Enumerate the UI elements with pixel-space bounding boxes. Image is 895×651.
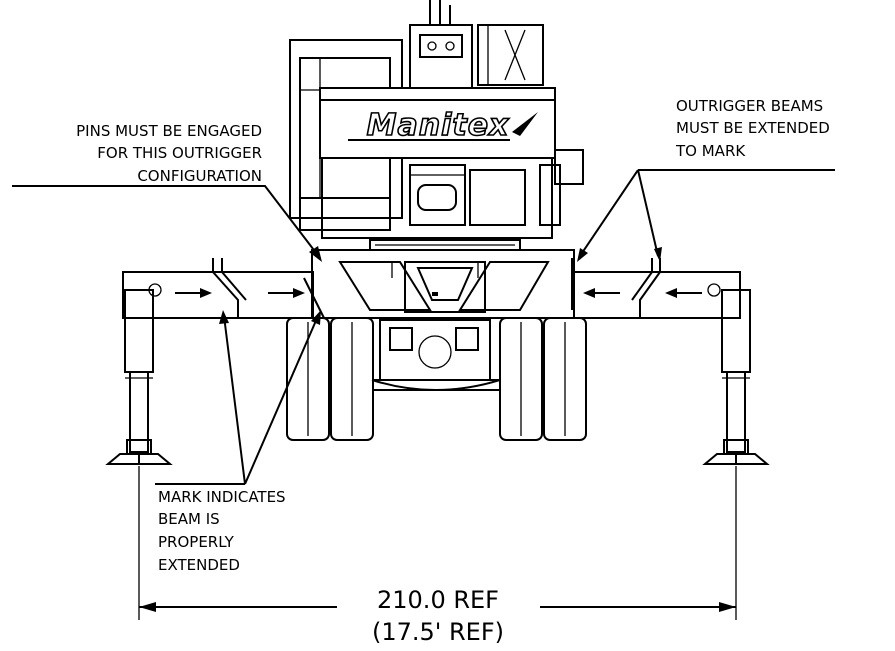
callout-mark-line-2: BEAM IS <box>158 510 220 528</box>
callout-pins-line-1: PINS MUST BE ENGAGED <box>76 122 262 140</box>
dimension-secondary: (17.5' REF) <box>372 618 504 646</box>
outrigger-beam-right <box>573 258 741 319</box>
callout-mark-line-4: EXTENDED <box>158 556 240 574</box>
callout-mark-line-1: MARK INDICATES <box>158 488 286 506</box>
manitex-logo: Manitex <box>348 107 538 144</box>
outrigger-jack-left <box>105 289 173 465</box>
direction-arrow-icon <box>583 288 620 298</box>
callout-mark-line-3: PROPERLY <box>158 533 235 551</box>
callout-beams-line-1: OUTRIGGER BEAMS <box>676 97 823 115</box>
callout-pins: PINS MUST BE ENGAGED FOR THIS OUTRIGGER … <box>12 122 322 262</box>
outrigger-jack-right <box>702 289 770 465</box>
dimension-primary: 210.0 REF <box>377 586 499 614</box>
direction-arrow-icon <box>268 288 305 298</box>
callout-beams-line-3: TO MARK <box>675 142 746 160</box>
outrigger-beam-left <box>122 258 314 319</box>
callout-pins-line-2: FOR THIS OUTRIGGER <box>97 144 262 162</box>
direction-arrow-icon <box>175 288 212 298</box>
callout-beams-line-2: MUST BE EXTENDED <box>676 119 830 137</box>
callout-pins-line-3: CONFIGURATION <box>137 167 262 185</box>
callout-mark: MARK INDICATES BEAM IS PROPERLY EXTENDED <box>155 310 321 574</box>
logo-text: Manitex <box>367 108 510 143</box>
dimension-line: 210.0 REF (17.5' REF) <box>138 466 737 646</box>
carrier-frame <box>311 249 575 391</box>
callout-beams: OUTRIGGER BEAMS MUST BE EXTENDED TO MARK <box>577 97 835 262</box>
direction-arrow-icon <box>665 288 702 298</box>
